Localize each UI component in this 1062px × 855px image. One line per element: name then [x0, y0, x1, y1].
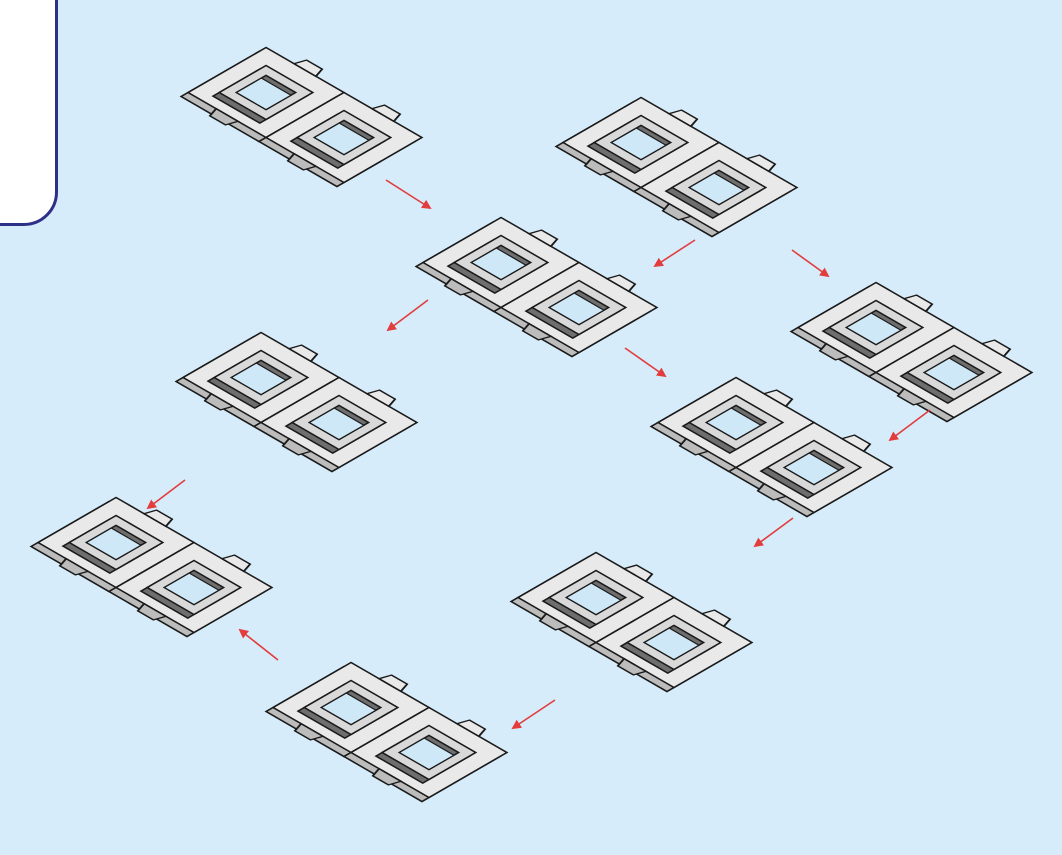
- tile-module: [509, 547, 762, 693]
- connection-arrow: [753, 517, 794, 548]
- tile-module: [29, 492, 282, 638]
- connection-arrows: [146, 179, 931, 730]
- tile-modules: [29, 42, 1042, 803]
- tile-module: [264, 657, 517, 803]
- connection-arrow: [386, 299, 429, 332]
- connection-arrow: [385, 179, 432, 210]
- connection-arrow: [511, 699, 556, 730]
- connection-arrow: [146, 479, 186, 510]
- connection-arrow: [653, 239, 696, 268]
- connection-arrow: [888, 409, 931, 442]
- tile-module: [649, 372, 902, 518]
- connection-arrow: [791, 249, 830, 278]
- connection-arrow: [238, 628, 279, 661]
- connection-arrow: [624, 347, 667, 378]
- tile-module: [414, 212, 667, 358]
- tile-module: [179, 42, 432, 188]
- tile-module: [789, 277, 1042, 423]
- tile-module: [174, 327, 427, 473]
- instruction-callout-panel: [0, 0, 58, 226]
- tile-module: [554, 92, 807, 238]
